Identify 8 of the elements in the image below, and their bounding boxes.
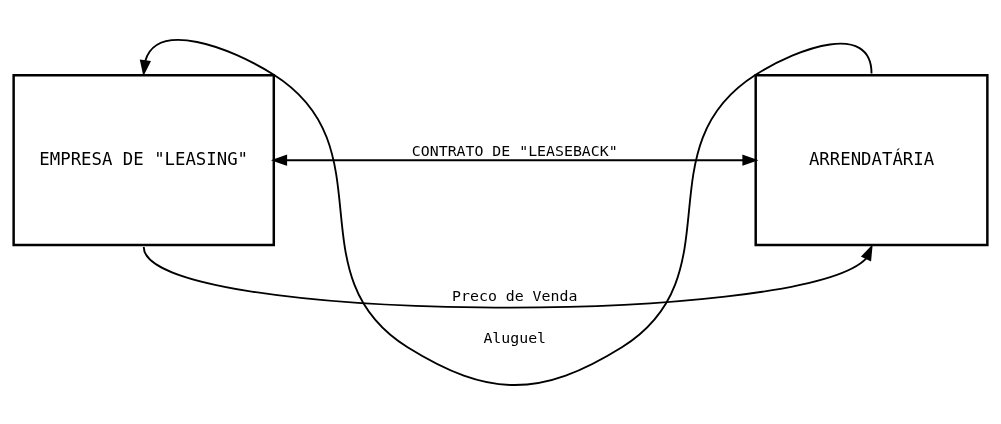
edge-label: CONTRATO DE "LEASEBACK": [411, 141, 618, 160]
arrow: [142, 243, 873, 308]
edge-label: Preco de Venda: [452, 286, 578, 305]
node-box: ARRENDATÁRIA: [754, 73, 989, 246]
edge-label: Aluguel: [483, 328, 547, 347]
arrow: [139, 38, 873, 386]
node-box: EMPRESA DE "LEASING": [12, 73, 276, 246]
arrow: [270, 154, 759, 166]
